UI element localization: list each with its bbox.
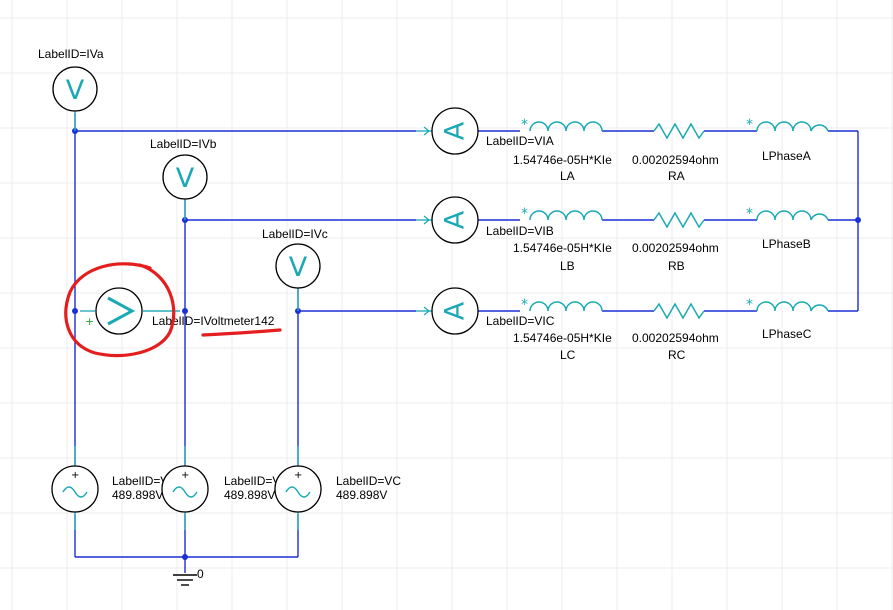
ammeter-vib-label: LabelID=VIB	[486, 224, 554, 238]
svg-text:+: +	[181, 470, 189, 481]
ground-symbol[interactable]: 0	[173, 567, 204, 586]
svg-text:*: *	[521, 297, 528, 313]
junction-nodes	[72, 128, 861, 560]
source-va[interactable]: + LabelID=VA 489.898V	[51, 446, 176, 530]
inductor-la-name: LA	[560, 169, 575, 183]
ground-label: 0	[197, 567, 204, 581]
voltmeter-ivb-label: LabelID=IVb	[150, 137, 217, 151]
inductor-lphasea-name: LPhaseA	[762, 149, 811, 163]
resistor-rb[interactable]: 0.00202594ohm RB	[632, 211, 719, 273]
inductor-lphasec[interactable]: * LPhaseC	[746, 297, 829, 341]
voltmeter-iva-label: LabelID=IVa	[38, 47, 104, 61]
voltmeter-letter: V	[289, 252, 308, 283]
svg-text:*: *	[746, 297, 753, 313]
inductor-lb[interactable]: * 1.54746e-05H*KIe LB	[513, 206, 612, 273]
inductor-la-value: 1.54746e-05H*KIe	[513, 153, 612, 167]
source-vb-label: LabelID=VB	[224, 474, 288, 488]
voltmeter-ivc[interactable]: V LabelID=IVc	[262, 227, 328, 311]
svg-text:*: *	[521, 117, 528, 133]
svg-text:+: +	[294, 470, 302, 481]
inductor-lb-value: 1.54746e-05H*KIe	[513, 241, 612, 255]
resistor-ra-value: 0.00202594ohm	[632, 153, 719, 167]
source-va-value: 489.898V	[112, 488, 163, 502]
source-vb-value: 489.898V	[224, 488, 275, 502]
resistor-rb-value: 0.00202594ohm	[632, 241, 719, 255]
voltmeter-142-glyph	[107, 296, 136, 326]
resistor-ra[interactable]: 0.00202594ohm RA	[632, 122, 719, 183]
voltmeter-ivb[interactable]: V LabelID=IVb	[150, 137, 217, 220]
resistor-rc-name: RC	[668, 348, 686, 362]
inductor-lc-name: LC	[560, 348, 576, 362]
inductor-lc-value: 1.54746e-05H*KIe	[513, 331, 612, 345]
voltmeter-142-label: LabelID=IVoltmeter142	[152, 314, 275, 328]
source-vb[interactable]: + LabelID=VB 489.898V	[161, 446, 288, 530]
inductor-lc[interactable]: * 1.54746e-05H*KIe LC	[513, 297, 612, 362]
resistor-rc[interactable]: 0.00202594ohm RC	[632, 302, 719, 362]
inductor-la[interactable]: * 1.54746e-05H*KIe LA	[513, 117, 612, 183]
svg-text:+: +	[71, 470, 79, 481]
ammeter-vic-label: LabelID=VIC	[486, 314, 555, 328]
ammeter-vib[interactable]: A LabelID=VIB	[416, 196, 554, 244]
inductor-lb-name: LB	[560, 259, 575, 273]
svg-text:*: *	[746, 117, 753, 133]
resistor-rb-name: RB	[668, 259, 685, 273]
inductor-lphasea[interactable]: * LPhaseA	[746, 117, 829, 163]
resistor-rc-value: 0.00202594ohm	[632, 331, 719, 345]
voltmeter-letter: V	[66, 75, 85, 106]
inductor-lphaseb-name: LPhaseB	[762, 237, 811, 251]
inductor-lphasec-name: LPhaseC	[762, 327, 812, 341]
source-vc-label: LabelID=VC	[336, 474, 401, 488]
source-va-label: LabelID=VA	[112, 474, 176, 488]
svg-text:*: *	[746, 206, 753, 222]
inductor-lphaseb[interactable]: * LPhaseB	[746, 206, 829, 251]
ammeter-via-label: LabelID=VIA	[486, 134, 554, 148]
ammeter-letter: A	[440, 210, 471, 229]
wires	[74, 113, 859, 573]
source-vc[interactable]: + LabelID=VC 489.898V	[274, 446, 401, 530]
ammeter-vic[interactable]: A LabelID=VIC	[416, 287, 555, 335]
source-vc-value: 489.898V	[336, 488, 387, 502]
ammeter-via[interactable]: A LabelID=VIA	[416, 107, 554, 155]
voltmeter-letter: V	[176, 163, 195, 194]
red-annotation	[64, 262, 282, 358]
ammeter-letter: A	[440, 301, 471, 320]
svg-text:*: *	[521, 206, 528, 222]
voltmeter-142[interactable]: V + LabelID=IVoltmeter142	[85, 287, 275, 335]
plus-sign: +	[85, 315, 94, 328]
voltmeter-iva[interactable]: V LabelID=IVa	[38, 47, 104, 131]
ammeter-letter: A	[440, 121, 471, 140]
resistor-ra-name: RA	[668, 169, 685, 183]
voltmeter-ivc-label: LabelID=IVc	[262, 227, 328, 241]
